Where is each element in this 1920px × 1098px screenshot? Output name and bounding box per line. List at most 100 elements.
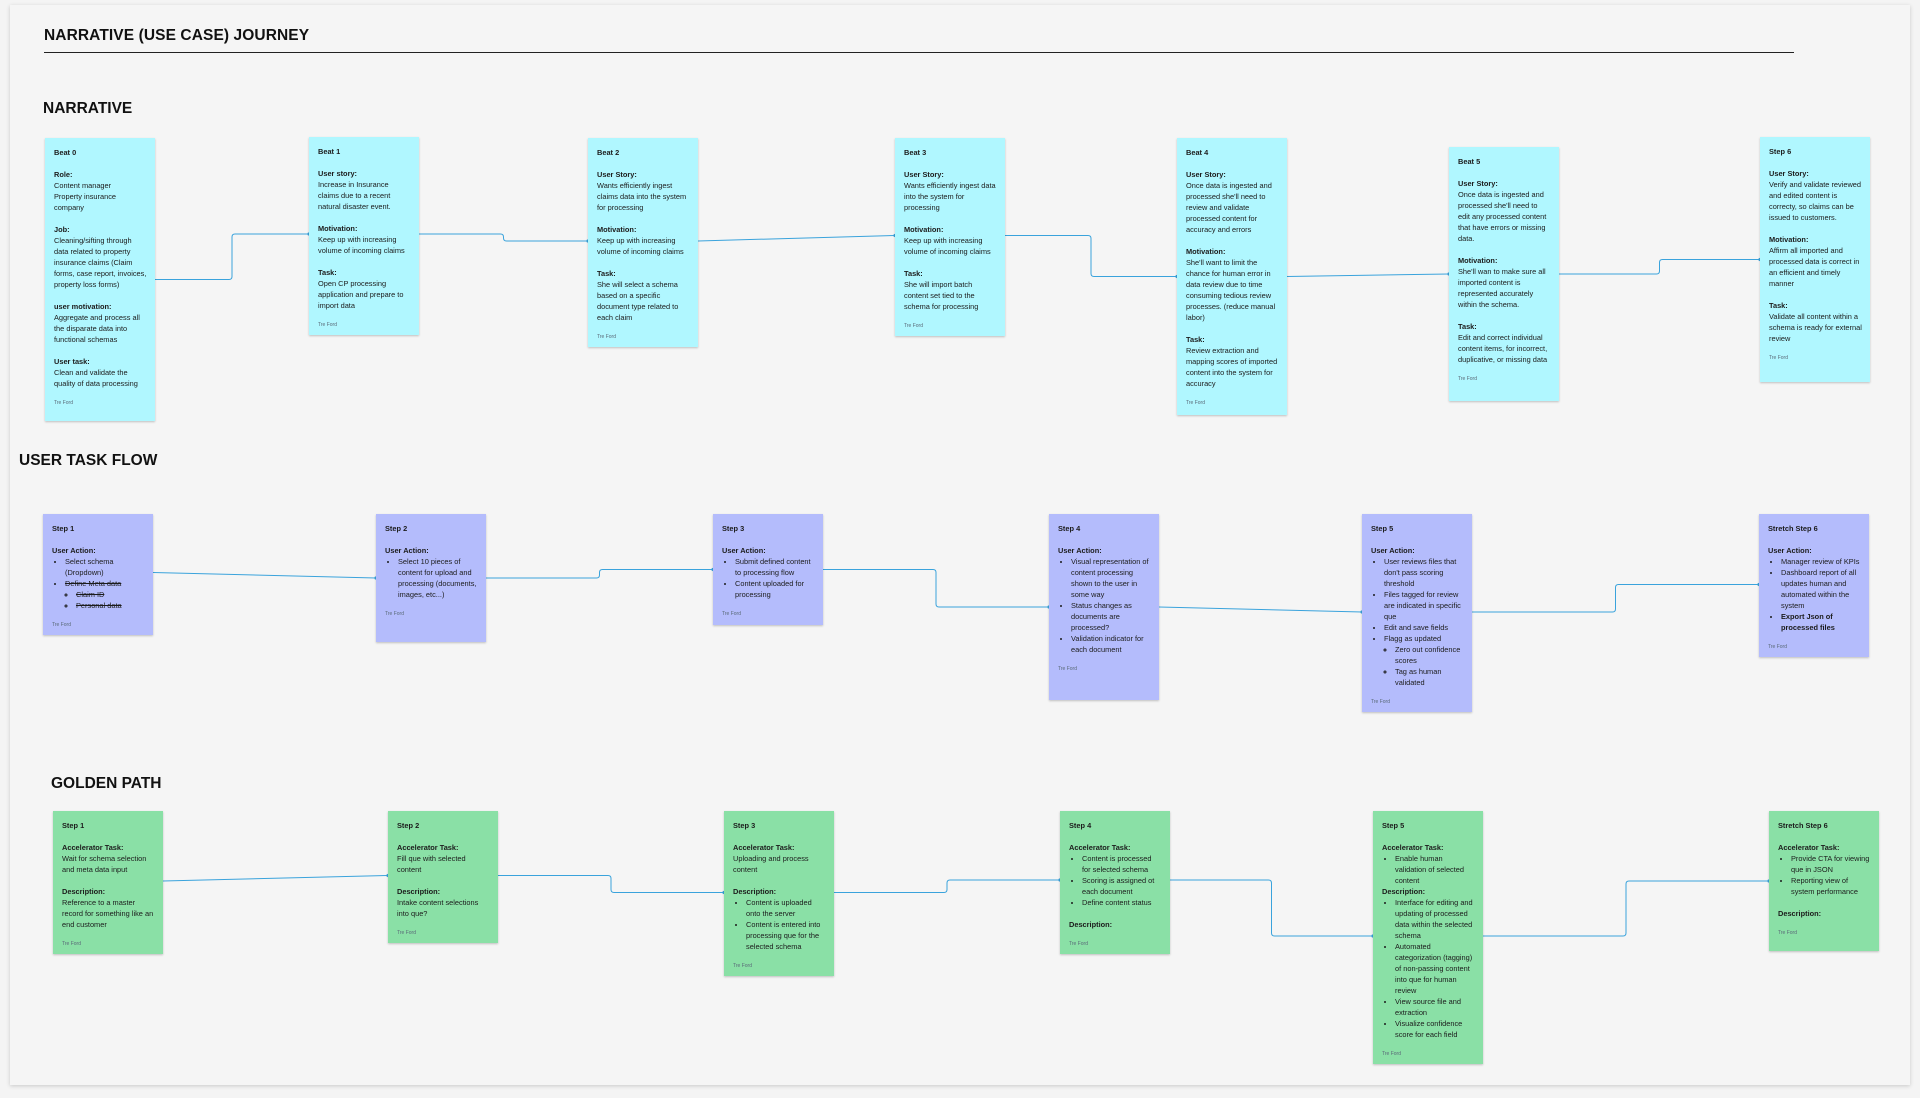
card-section-text: Keep up with increasing volume of incomi… — [318, 235, 405, 255]
card-bullet-list: Interface for editing and updating of pr… — [1382, 897, 1475, 1040]
card-section: Task:She will import batch content set t… — [904, 268, 997, 312]
card-bullet-text: Tag as human validated — [1395, 667, 1442, 687]
card-section-label: Task: — [1186, 335, 1205, 344]
card-bullet: Define content status — [1082, 897, 1162, 908]
card-section: User Action:Select schema (Dropdown)Defi… — [52, 545, 145, 611]
card-author: Tre Ford — [1778, 930, 1797, 936]
card-section-label: Task: — [318, 268, 337, 277]
card-bullet-text: Dashboard report of all updates human an… — [1781, 568, 1857, 610]
connector-line — [1483, 880, 1769, 937]
connector-line — [1559, 259, 1760, 275]
card-section-label: Description: — [62, 887, 106, 896]
narrative-card[interactable]: Step 6 User Story:Verify and validate rev… — [1760, 137, 1870, 382]
card-title: Beat 3 — [904, 148, 927, 157]
card-author: Tre Ford — [52, 622, 71, 628]
card-author: Tre Ford — [722, 611, 741, 617]
card-section: Motivation:Affirm all imported and proce… — [1769, 234, 1862, 289]
card-bullet-text: Define Meta data — [65, 579, 122, 588]
connector-line — [162, 875, 389, 882]
connector-line — [419, 233, 588, 242]
card-section-label: Description: — [397, 887, 441, 896]
card-bullet: Flagg as updatedZero out confidence scor… — [1384, 633, 1464, 688]
card-sub-list: Zero out confidence scoresTag as human v… — [1384, 644, 1464, 688]
card-section-label: User Action: — [385, 546, 429, 555]
card-section-text: Once data is ingested and processed she'… — [1458, 190, 1547, 243]
card-bullet-text: Submit defined content to processing flo… — [735, 557, 811, 577]
card-title: Stretch Step 6 — [1778, 821, 1828, 830]
card-bullet: Content is uploaded onto the server — [746, 897, 826, 919]
connector-line — [1158, 606, 1363, 613]
card-section-label: Task: — [597, 269, 616, 278]
card-section: Accelerator Task:Fill que with selected … — [397, 842, 490, 875]
card-title: Step 2 — [397, 821, 420, 830]
card-title: Step 1 — [62, 821, 85, 830]
card-section-text: Wants efficiently ingest data into the s… — [904, 181, 996, 212]
card-bullet: Submit defined content to processing flo… — [735, 556, 815, 578]
card-section-text: She will import batch content set tied t… — [904, 280, 979, 311]
card-bullet: Personal data — [76, 600, 145, 611]
card-section-label: Motivation: — [318, 224, 358, 233]
card-section: Motivation:Keep up with increasing volum… — [597, 224, 690, 257]
card-title: Beat 5 — [1458, 157, 1481, 166]
card-section-label: Task: — [1769, 301, 1788, 310]
card-section-text: Once data is ingested and processed she'… — [1186, 181, 1272, 234]
card-bullet-text: Manager review of KPIs — [1781, 557, 1860, 566]
card-section: Description:Reference to a master record… — [62, 886, 155, 930]
card-bullet-list: Submit defined content to processing flo… — [722, 556, 815, 600]
card-bullet-text: Content uploaded for processing — [735, 579, 805, 599]
card-section: User Story:Verify and validate reviewed … — [1769, 168, 1862, 223]
card-bullet-text: Visual representation of content process… — [1071, 557, 1149, 599]
card-bullet: Interface for editing and updating of pr… — [1395, 897, 1475, 941]
card-section-label: Role: — [54, 170, 73, 179]
card-author: Tre Ford — [597, 334, 616, 340]
card-section-text: Validate all content within a schema is … — [1769, 312, 1862, 343]
card-section-text: Fill que with selected content — [397, 854, 466, 874]
card-section: Accelerator Task:Uploading and process c… — [733, 842, 826, 875]
card-section: user motivation:Aggregate and process al… — [54, 301, 147, 345]
card-section-text: Keep up with increasing volume of incomi… — [904, 236, 991, 256]
card-bullet: Edit and save fields — [1384, 622, 1464, 633]
card-bullet-list: Content is uploaded onto the serverConte… — [733, 897, 826, 952]
card-author: Tre Ford — [62, 941, 81, 947]
card-section-text: Open CP processing application and prepa… — [318, 279, 404, 310]
card-title: Step 6 — [1769, 147, 1792, 156]
card-bullet-text: Personal data — [76, 601, 122, 610]
card-section-label: Motivation: — [1186, 247, 1226, 256]
card-section-label: Accelerator Task: — [1069, 843, 1131, 852]
card-section: User Action:Submit defined content to pr… — [722, 545, 815, 600]
card-title: Step 5 — [1382, 821, 1405, 830]
card-bullet: View source file and extraction — [1395, 996, 1475, 1018]
card-author: Tre Ford — [318, 322, 337, 328]
card-section: Task: Validate all content within a schem… — [1769, 300, 1862, 344]
card-author: Tre Ford — [1458, 376, 1477, 382]
card-bullet: Tag as human validated — [1395, 666, 1464, 688]
golden-path-card[interactable]: Step 2 Accelerator Task:Fill que with sel… — [388, 811, 498, 943]
card-section-label: Accelerator Task: — [1778, 843, 1840, 852]
card-bullet-text: Status changes as documents are processe… — [1071, 601, 1132, 632]
card-section-label: User Action: — [1768, 546, 1812, 555]
card-bullet: Zero out confidence scores — [1395, 644, 1464, 666]
card-section-label: Job: — [54, 225, 70, 234]
card-author: Tre Ford — [1769, 355, 1788, 361]
section-title-golden-path: GOLDEN PATH — [51, 775, 162, 792]
card-title: Step 2 — [385, 524, 408, 533]
page-title: NARRATIVE (USE CASE) JOURNEY — [44, 27, 310, 44]
